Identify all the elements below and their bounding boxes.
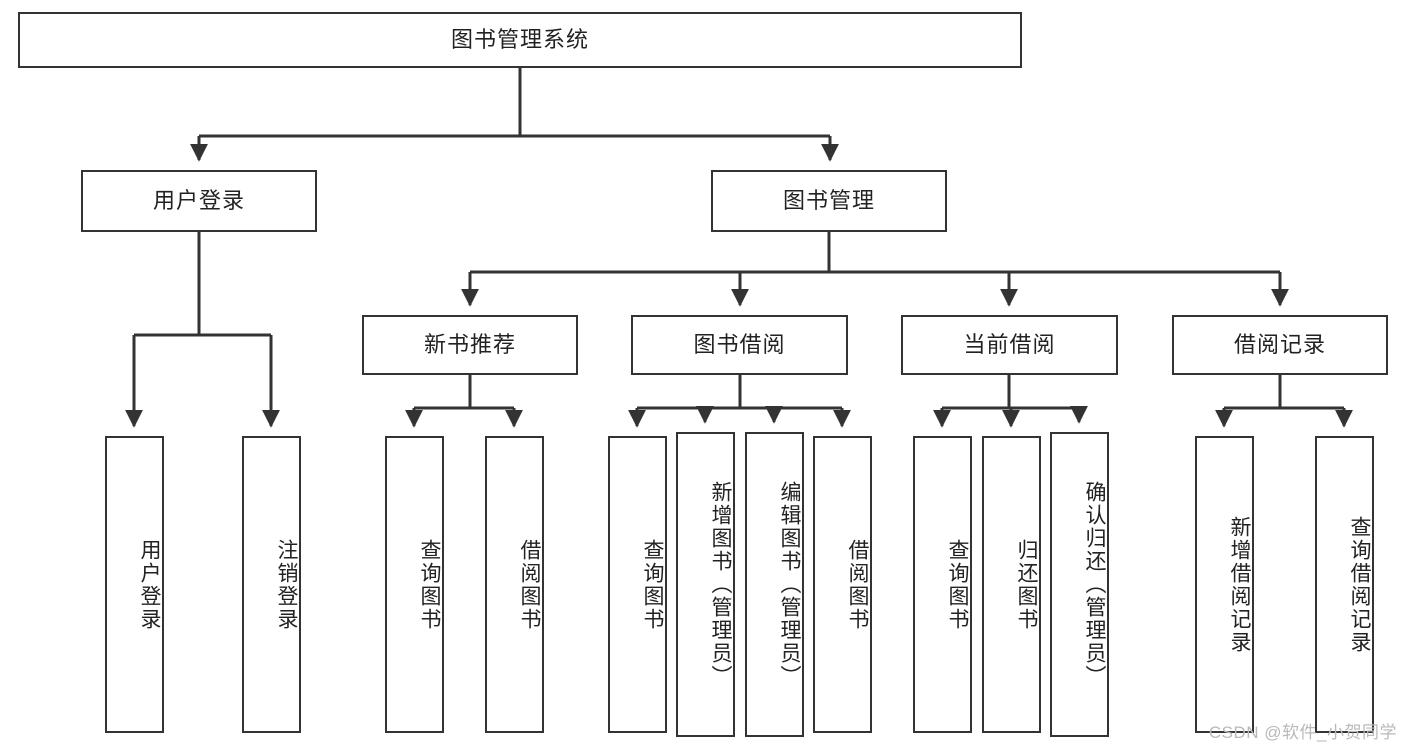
node-leaf-user-login-label: 用户登录 (138, 538, 161, 631)
node-leaf-query-book-2[interactable]: 查询图书 (608, 436, 667, 733)
node-leaf-borrow-book-2-label: 借阅图书 (846, 538, 869, 631)
node-leaf-confirm-return-label: 确认归还（管理员） (1083, 481, 1106, 688)
node-leaf-logout-label: 注销登录 (275, 538, 298, 631)
node-leaf-borrow-book-1-label: 借阅图书 (518, 538, 541, 631)
node-leaf-return-book[interactable]: 归还图书 (982, 436, 1041, 733)
node-leaf-add-record-label: 新增借阅记录 (1228, 515, 1251, 654)
watermark: CSDN @软件_小贺同学 (1208, 723, 1397, 742)
node-current-borrow-label: 当前借阅 (963, 331, 1056, 357)
node-leaf-query-record[interactable]: 查询借阅记录 (1315, 436, 1374, 733)
node-leaf-add-book-label: 新增图书（管理员） (709, 481, 732, 688)
node-leaf-add-book[interactable]: 新增图书（管理员） (676, 432, 735, 737)
node-root-label: 图书管理系统 (450, 26, 589, 52)
node-leaf-add-record[interactable]: 新增借阅记录 (1195, 436, 1254, 733)
node-user-login-label: 用户登录 (152, 187, 245, 213)
node-leaf-edit-book[interactable]: 编辑图书（管理员） (745, 432, 804, 737)
node-root[interactable]: 图书管理系统 (18, 12, 1022, 68)
node-book-borrow-label: 图书借阅 (693, 331, 786, 357)
node-user-login[interactable]: 用户登录 (81, 170, 317, 232)
node-leaf-query-record-label: 查询借阅记录 (1348, 515, 1371, 654)
node-leaf-query-book-1[interactable]: 查询图书 (385, 436, 444, 733)
node-leaf-return-book-label: 归还图书 (1015, 538, 1038, 631)
node-leaf-query-book-3[interactable]: 查询图书 (913, 436, 972, 733)
node-leaf-borrow-book-2[interactable]: 借阅图书 (813, 436, 872, 733)
node-new-book-recommend[interactable]: 新书推荐 (362, 315, 578, 375)
node-leaf-user-login[interactable]: 用户登录 (105, 436, 164, 733)
node-leaf-query-book-3-label: 查询图书 (946, 538, 969, 631)
node-current-borrow[interactable]: 当前借阅 (901, 315, 1118, 375)
node-new-book-recommend-label: 新书推荐 (423, 331, 516, 357)
node-leaf-confirm-return[interactable]: 确认归还（管理员） (1050, 432, 1109, 737)
node-leaf-query-book-2-label: 查询图书 (641, 538, 664, 631)
node-borrow-record-label: 借阅记录 (1233, 331, 1326, 357)
node-leaf-edit-book-label: 编辑图书（管理员） (778, 481, 801, 688)
node-leaf-logout[interactable]: 注销登录 (242, 436, 301, 733)
node-leaf-query-book-1-label: 查询图书 (418, 538, 441, 631)
node-book-manage[interactable]: 图书管理 (711, 170, 947, 232)
node-borrow-record[interactable]: 借阅记录 (1172, 315, 1388, 375)
node-book-borrow[interactable]: 图书借阅 (631, 315, 848, 375)
node-book-manage-label: 图书管理 (782, 187, 875, 213)
node-leaf-borrow-book-1[interactable]: 借阅图书 (485, 436, 544, 733)
